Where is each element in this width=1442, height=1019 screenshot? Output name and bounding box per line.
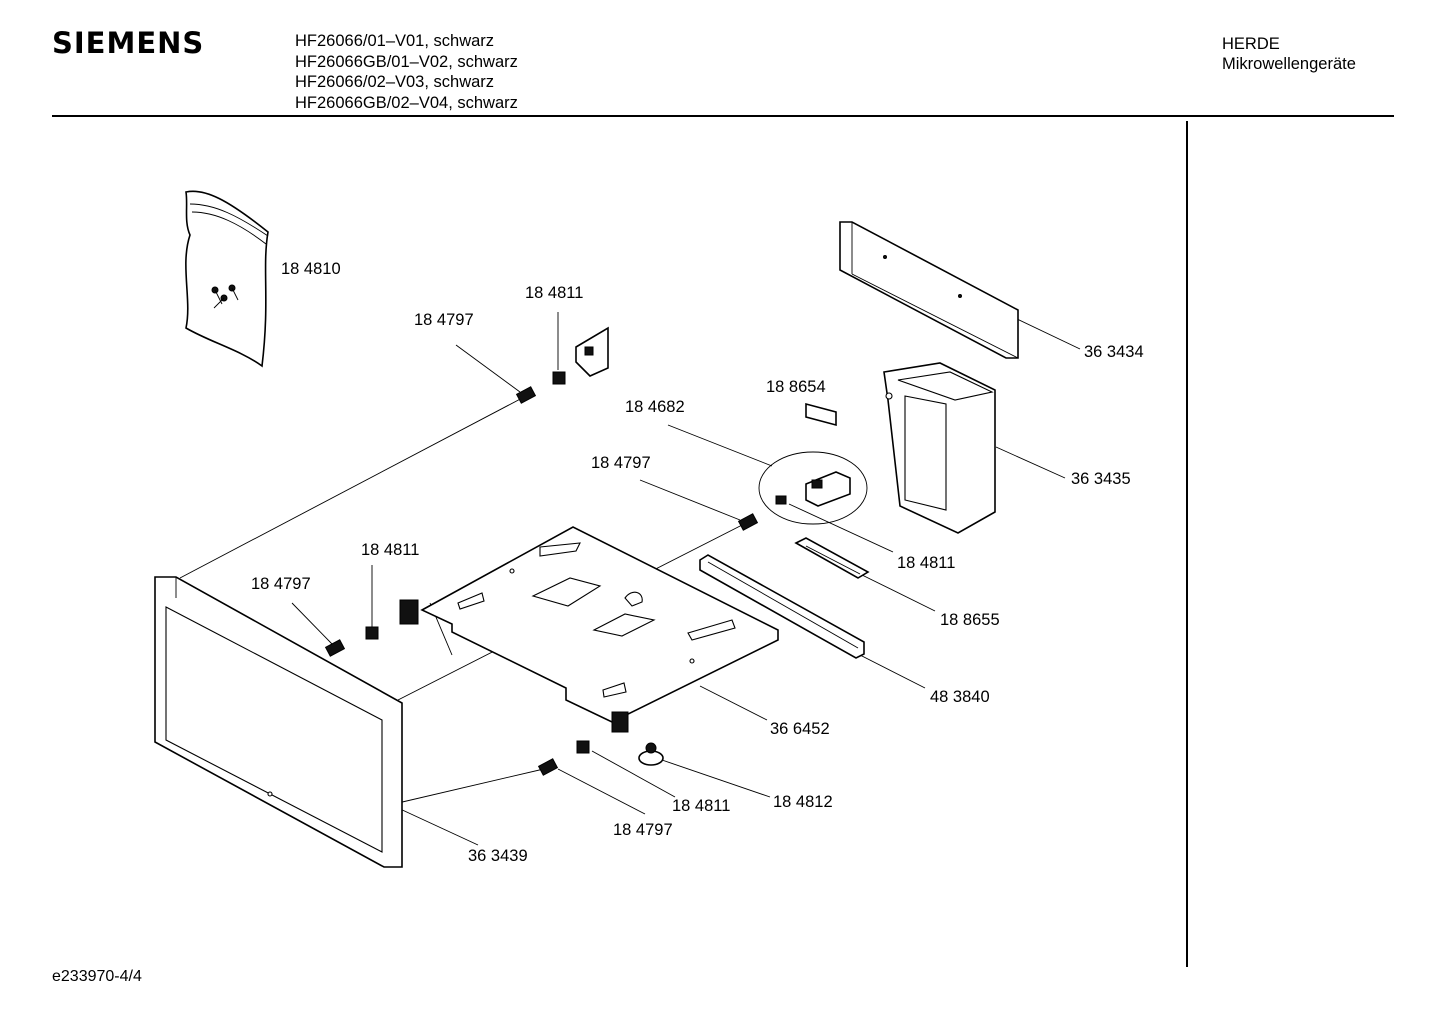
part-number: 18 4797 — [414, 311, 474, 329]
small-rail — [794, 537, 870, 579]
model-line: HF26066/01–V01, schwarz — [295, 32, 495, 50]
duct-housing — [883, 362, 996, 534]
guide-rail — [699, 554, 865, 659]
screw-bag — [185, 190, 269, 368]
part-number: 36 6452 — [770, 720, 830, 738]
part-number: 18 8655 — [940, 611, 1000, 629]
part-number: 18 4797 — [251, 575, 311, 593]
upper-switch-bracket — [575, 326, 609, 377]
base-plate — [420, 526, 779, 723]
document-code: e233970-4/4 — [52, 968, 142, 985]
category-line: Mikrowellengeräte — [1222, 55, 1356, 73]
front-frame — [154, 576, 403, 868]
part-number: 18 4811 — [361, 541, 419, 559]
model-list: HF26066/01–V01, schwarz HF26066GB/01–V02… — [295, 31, 518, 113]
category: HERDE Mikrowellengeräte — [1222, 34, 1356, 74]
part-number: 18 4811 — [897, 554, 955, 572]
side-rule — [1186, 121, 1188, 967]
switch-bracket-group — [758, 451, 868, 525]
leader-lines — [179, 312, 1081, 846]
model-line: HF26066GB/02–V04, schwarz — [295, 93, 518, 112]
part-labels: 18 4810 18 4811 18 4797 36 3434 18 8654 … — [251, 260, 1144, 865]
part-number: 18 4682 — [625, 398, 685, 416]
part-number: 18 4797 — [613, 821, 673, 839]
brand-logo: SIEMENS — [52, 26, 205, 60]
part-number: 18 4811 — [525, 284, 583, 302]
part-number: 36 3435 — [1071, 470, 1131, 488]
switch-parts — [324, 371, 759, 776]
label-plate — [805, 402, 837, 427]
model-line: HF26066GB/01–V02, schwarz — [295, 52, 518, 71]
header-rule — [52, 115, 1394, 117]
model-line: HF26066/02–V03, schwarz — [295, 73, 495, 91]
part-number: 18 4810 — [281, 260, 341, 278]
part-number: 18 8654 — [766, 378, 826, 396]
part-number: 18 4811 — [672, 797, 730, 815]
part-number: 18 4797 — [591, 454, 651, 472]
part-number: 18 4812 — [773, 793, 833, 811]
part-number: 36 3439 — [468, 847, 528, 865]
top-panel — [839, 221, 1019, 359]
category-line: HERDE — [1222, 35, 1280, 53]
part-number: 36 3434 — [1084, 343, 1144, 361]
part-number: 48 3840 — [930, 688, 990, 706]
